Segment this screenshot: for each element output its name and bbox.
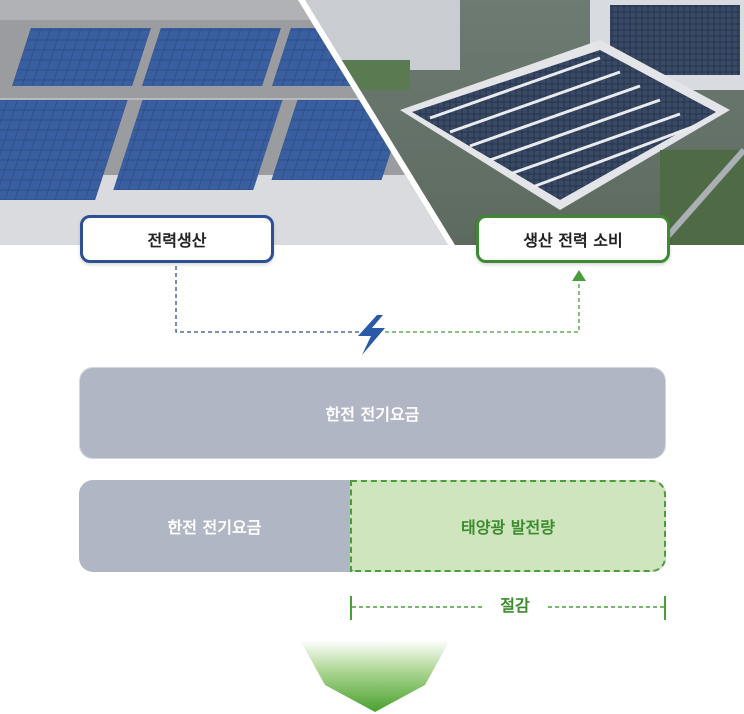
remaining-bill-segment: 한전 전기요금 (79, 480, 350, 572)
down-arrow-icon (300, 640, 450, 712)
power-generation-label: 전력생산 (147, 231, 207, 250)
after-bill-label: 한전 전기요금 (167, 518, 262, 537)
generation-connector-line (175, 266, 360, 333)
before-electricity-bill-bar: 한전 전기요금 (79, 367, 666, 459)
photo-strip (0, 0, 744, 245)
power-consumption-box: 생산 전력 소비 (476, 215, 670, 263)
solar-generation-label: 태양광 발전량 (461, 518, 555, 537)
lightning-bolt-icon (358, 315, 385, 355)
after-electricity-bill-bar: 한전 전기요금 태양광 발전량 (79, 480, 666, 572)
aerial-factory-photo (298, 0, 744, 245)
consumption-connector-line (385, 280, 580, 333)
before-bill-label: 한전 전기요금 (325, 405, 420, 424)
solar-photos (0, 0, 744, 245)
power-generation-box: 전력생산 (80, 215, 274, 263)
solar-generation-segment: 태양광 발전량 (350, 480, 666, 572)
connector-arrowhead (572, 270, 586, 281)
savings-label: 절감 (485, 596, 545, 616)
power-consumption-label: 생산 전력 소비 (523, 231, 623, 250)
